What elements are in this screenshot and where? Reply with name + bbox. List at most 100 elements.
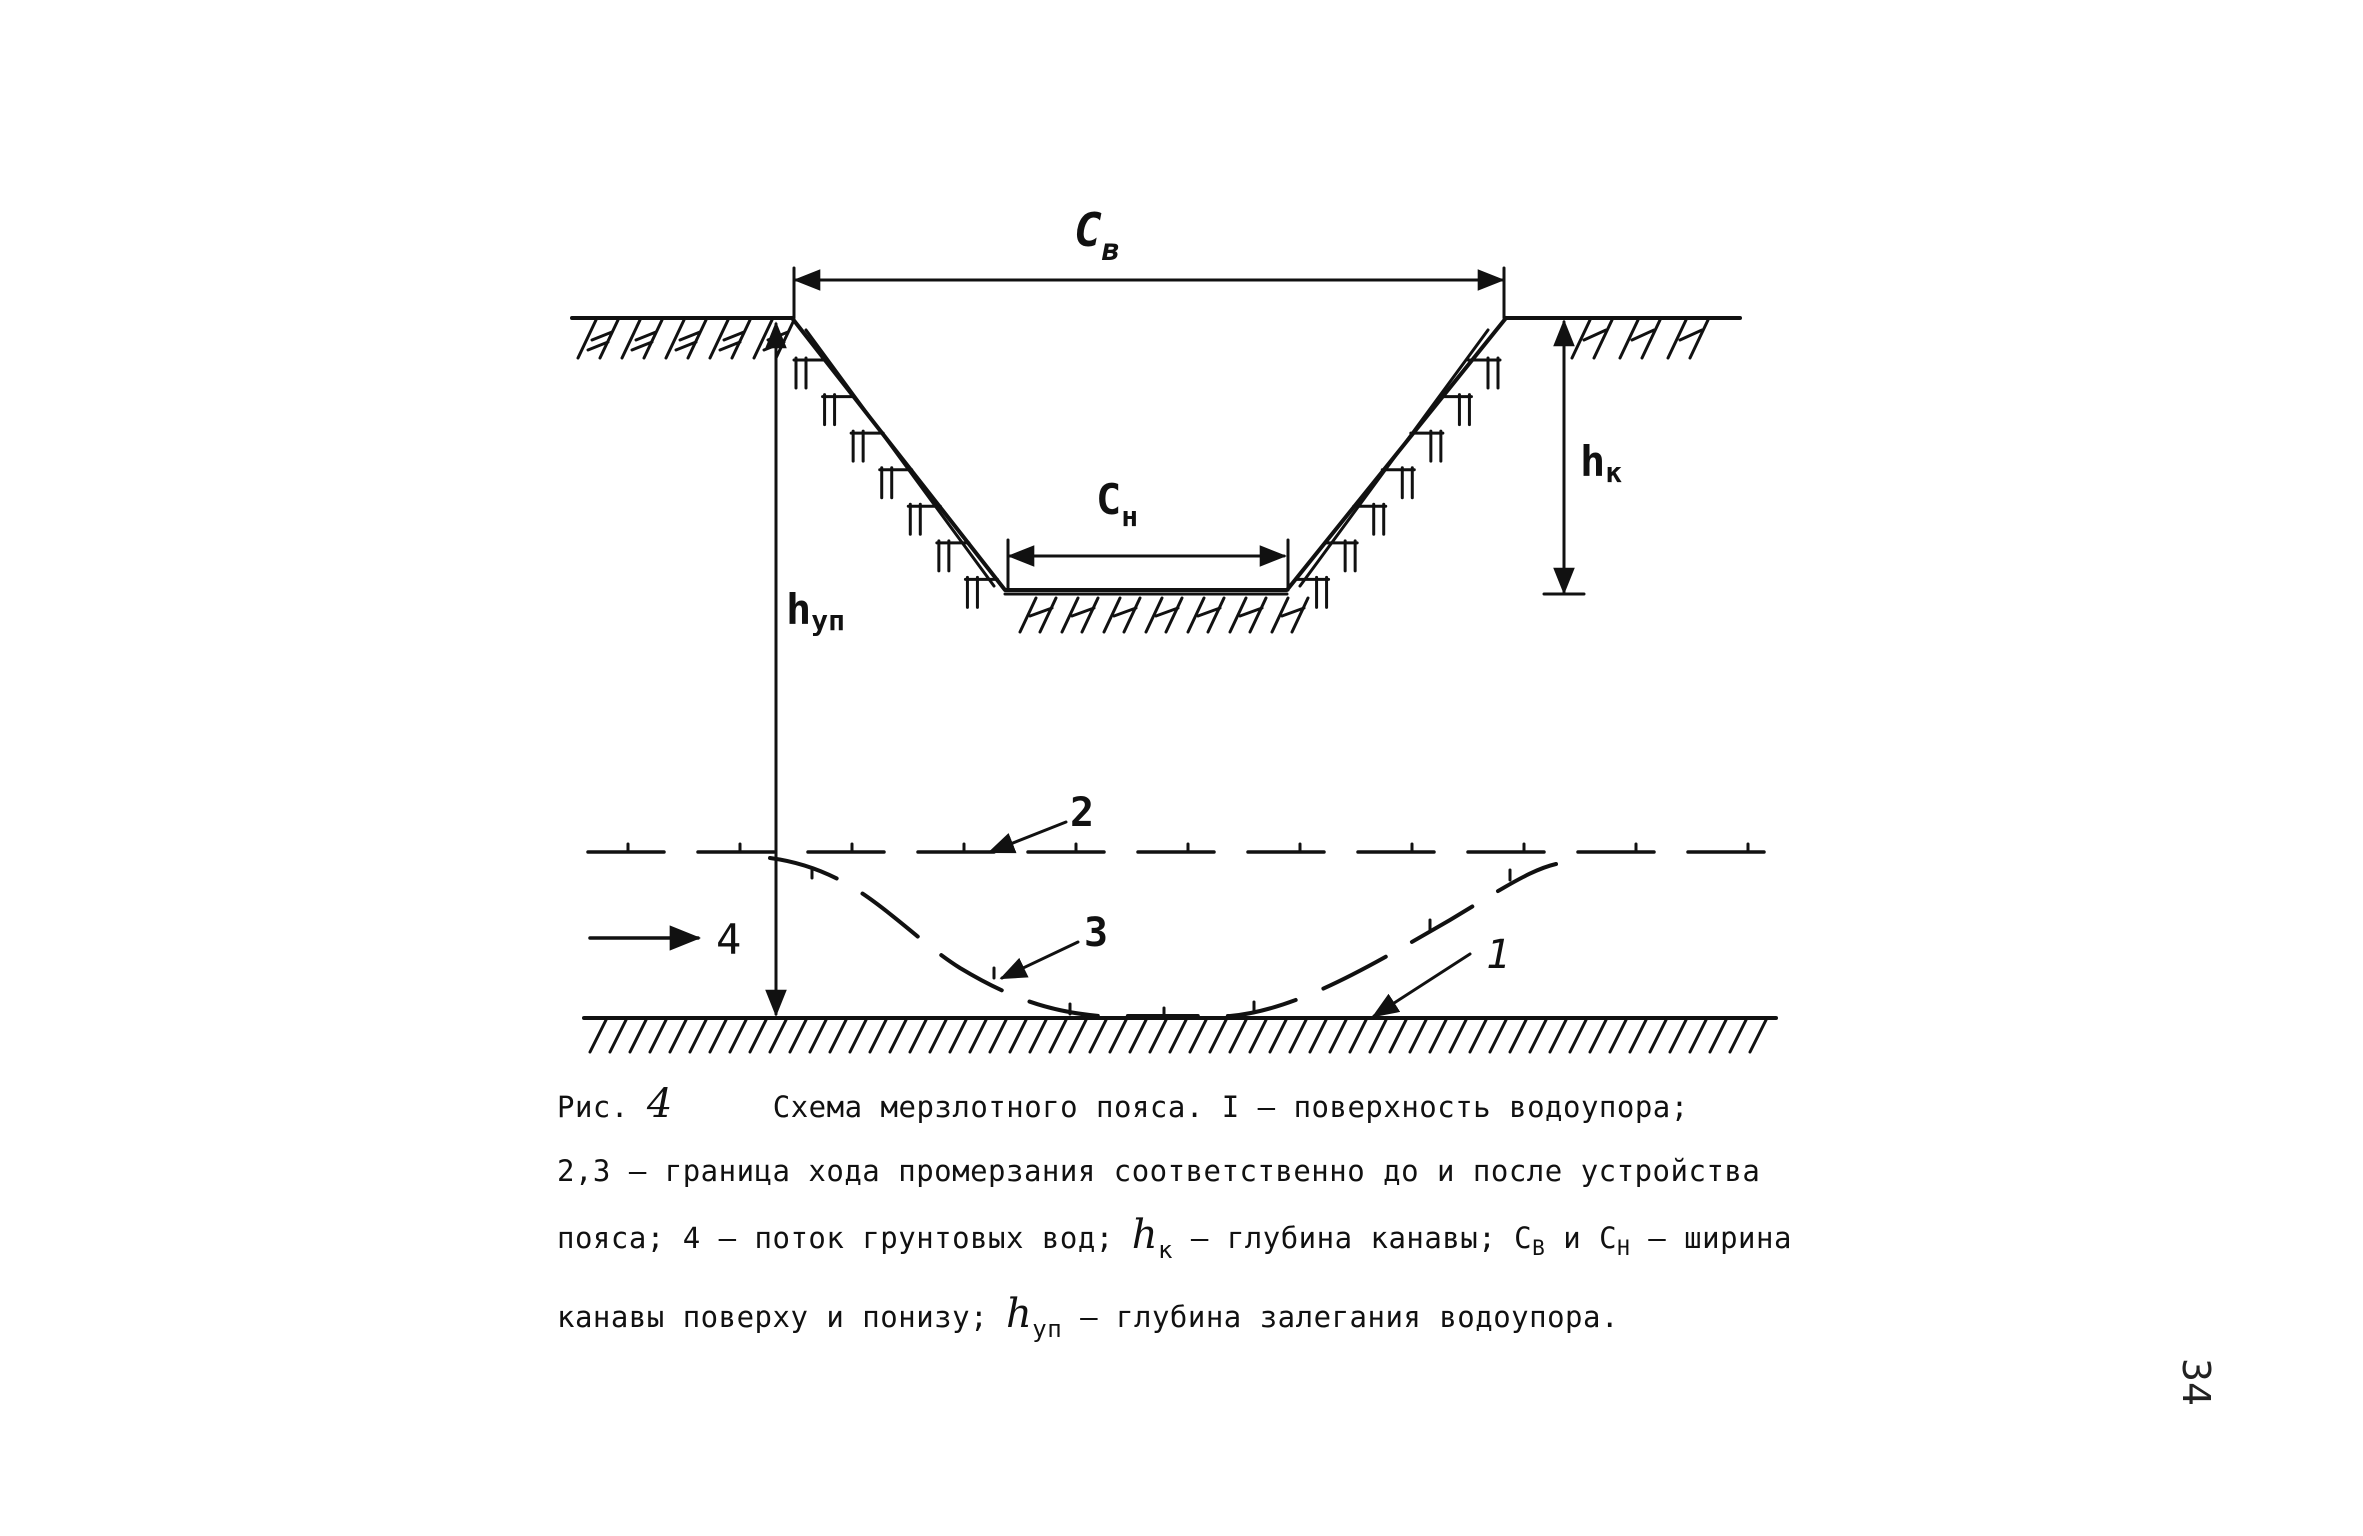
caption-line-3: пояса; 4 – поток грунтовых вод; hк – глу… bbox=[557, 1212, 1792, 1264]
hatch-stroke bbox=[708, 318, 730, 360]
aquiclude-hatch-stroke bbox=[1408, 1018, 1428, 1054]
hatch-stroke bbox=[1570, 318, 1592, 360]
aquiclude-hatch-stroke bbox=[1008, 1018, 1028, 1054]
aquiclude-hatch-stroke bbox=[1108, 1018, 1128, 1054]
hatch-stroke bbox=[1122, 596, 1142, 634]
caption-prefix: Рис. bbox=[557, 1090, 629, 1124]
hatch-stroke bbox=[1618, 318, 1640, 360]
aquiclude-hatch-stroke bbox=[748, 1018, 768, 1054]
aquiclude-depth-label: hуп bbox=[786, 585, 845, 637]
aquiclude-hatch-stroke bbox=[1248, 1018, 1268, 1054]
aquiclude-hatch-stroke bbox=[968, 1018, 988, 1054]
hatch-stroke bbox=[1290, 596, 1310, 634]
line2-ticks bbox=[626, 842, 1750, 854]
aquiclude-hatch-stroke bbox=[1068, 1018, 1088, 1054]
aquiclude-hatch-stroke bbox=[888, 1018, 908, 1054]
ditch-profile bbox=[790, 316, 1508, 634]
hatch-stroke bbox=[1144, 596, 1164, 634]
hyp-symbol: h bbox=[1006, 1291, 1033, 1337]
aquiclude-hatch-stroke bbox=[848, 1018, 868, 1054]
aquiclude-hatch-stroke bbox=[688, 1018, 708, 1054]
hatch-stroke bbox=[1298, 328, 1490, 588]
aquiclude-hatch-stroke bbox=[1748, 1018, 1768, 1054]
aquiclude-hatch-stroke bbox=[1168, 1018, 1188, 1054]
aquiclude-hatch-stroke bbox=[1648, 1018, 1668, 1054]
aquiclude-hatch-stroke bbox=[1088, 1018, 1108, 1054]
hatch-stroke bbox=[620, 318, 642, 360]
aquiclude-hatch-stroke bbox=[588, 1018, 608, 1054]
aquiclude-hatch-stroke bbox=[948, 1018, 968, 1054]
aquiclude-hatch-stroke bbox=[1468, 1018, 1488, 1054]
freezing-boundary-after bbox=[768, 856, 1558, 1018]
hatch-stroke bbox=[664, 318, 686, 360]
aquiclude-hatch-stroke bbox=[1508, 1018, 1528, 1054]
slope-hatching-right bbox=[1295, 328, 1502, 609]
aquiclude-hatch-stroke bbox=[1688, 1018, 1708, 1054]
aquiclude-hatch-stroke bbox=[1128, 1018, 1148, 1054]
aquiclude-hatch-stroke bbox=[648, 1018, 668, 1054]
figure-number: 4 bbox=[646, 1081, 673, 1127]
hatch-stroke bbox=[590, 330, 614, 342]
hatch-stroke bbox=[1270, 596, 1290, 634]
hatch-stroke bbox=[774, 318, 796, 360]
aquiclude-hatch-stroke bbox=[1208, 1018, 1228, 1054]
hatch-stroke bbox=[1640, 318, 1662, 360]
caption-line-1-text: Схема мерзлотного пояса. I – поверхность… bbox=[772, 1090, 1689, 1124]
hatch-stroke bbox=[1080, 596, 1100, 634]
aquiclude-hatch-stroke bbox=[608, 1018, 628, 1054]
aquiclude-hatch-stroke bbox=[1388, 1018, 1408, 1054]
hatch-stroke bbox=[1102, 596, 1122, 634]
aquiclude-hatch-stroke bbox=[1568, 1018, 1588, 1054]
hatch-stroke bbox=[1028, 606, 1054, 618]
hatch-stroke bbox=[1038, 596, 1058, 634]
ditch-depth-label: hк bbox=[1580, 437, 1622, 489]
hatch-stroke bbox=[1154, 606, 1180, 618]
aquiclude-hatch-stroke bbox=[988, 1018, 1008, 1054]
hatch-stroke bbox=[730, 318, 752, 360]
hatch-stroke bbox=[1186, 596, 1206, 634]
aquiclude-hatch-stroke bbox=[1348, 1018, 1368, 1054]
aquiclude-surface bbox=[582, 1016, 1778, 1054]
caption-line-2: 2,3 – граница хода промерзания соответст… bbox=[557, 1154, 1761, 1188]
aquiclude-hatch-stroke bbox=[928, 1018, 948, 1054]
label-leaders: 2 3 1 bbox=[987, 790, 1510, 1018]
aquiclude-hatch-stroke bbox=[1288, 1018, 1308, 1054]
aquiclude-hatch-stroke bbox=[808, 1018, 828, 1054]
aquiclude-hatch-stroke bbox=[768, 1018, 788, 1054]
hatch-stroke bbox=[1280, 606, 1306, 618]
aquiclude-hatch-stroke bbox=[1428, 1018, 1448, 1054]
hatch-stroke bbox=[598, 318, 620, 360]
marker-2-label: 2 bbox=[1070, 790, 1094, 836]
hatch-stroke bbox=[1582, 328, 1608, 342]
aquiclude-hatch-stroke bbox=[1588, 1018, 1608, 1054]
hatch-stroke bbox=[686, 318, 708, 360]
hatch-stroke bbox=[1018, 596, 1038, 634]
ground-surface bbox=[570, 316, 1742, 360]
figure-caption: Рис. 4 Схема мерзлотного пояса. I – повер… bbox=[557, 1072, 1937, 1361]
top-width-dimension: Cв bbox=[792, 203, 1506, 320]
bottom-width-dimension: Cн bbox=[1006, 475, 1290, 592]
aquiclude-hatch-stroke bbox=[668, 1018, 688, 1054]
hatch-stroke bbox=[1592, 318, 1614, 360]
hatch-stroke bbox=[804, 328, 996, 588]
hatch-stroke bbox=[576, 318, 598, 360]
aquiclude-hatch-stroke bbox=[1048, 1018, 1068, 1054]
hatch-stroke bbox=[1666, 318, 1688, 360]
hatch-stroke bbox=[634, 330, 658, 342]
aquiclude-hatch-stroke bbox=[1488, 1018, 1508, 1054]
aquiclude-hatch-stroke bbox=[708, 1018, 728, 1054]
hatch-stroke bbox=[1196, 606, 1222, 618]
aquiclude-hatch-stroke bbox=[788, 1018, 808, 1054]
hatch-stroke bbox=[1060, 596, 1080, 634]
aquiclude-hatch-stroke bbox=[1308, 1018, 1328, 1054]
hatch-stroke bbox=[642, 318, 664, 360]
hatch-stroke bbox=[674, 340, 698, 352]
aquiclude-hatch-stroke bbox=[908, 1018, 928, 1054]
aquiclude-hatch-stroke bbox=[628, 1018, 648, 1054]
page-number: 34 bbox=[2174, 1357, 2218, 1407]
aquiclude-hatch-stroke bbox=[1668, 1018, 1688, 1054]
aquiclude-hatching bbox=[588, 1018, 1768, 1054]
aquiclude-hatch-stroke bbox=[1708, 1018, 1728, 1054]
caption-line-1: Рис. 4 Схема мерзлотного пояса. I – повер… bbox=[557, 1072, 1937, 1139]
hatch-stroke bbox=[1070, 606, 1096, 618]
